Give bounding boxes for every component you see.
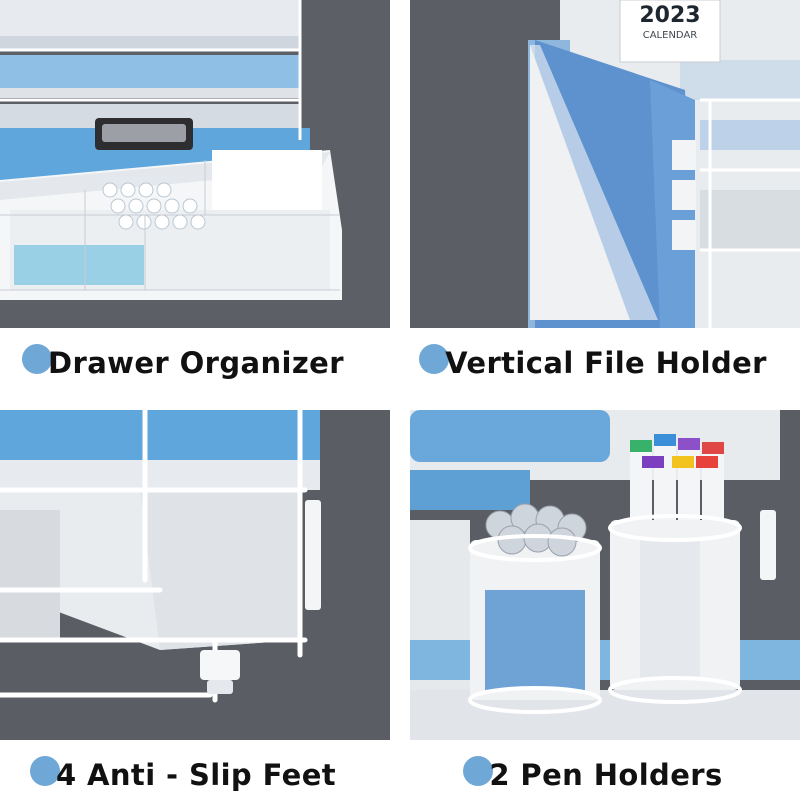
- caption: Vertical File Holder: [410, 338, 800, 388]
- panel-anti-slip-feet: 4 Anti - Slip Feet: [0, 410, 390, 800]
- accent-dot: [29, 756, 60, 786]
- feature-label: 2 Pen Holders: [489, 758, 723, 792]
- panel-pen-holders: 2 Pen Holders: [410, 410, 800, 800]
- feature-label: 4 Anti - Slip Feet: [55, 758, 337, 792]
- calendar-word: CALENDAR: [643, 30, 698, 41]
- caption: Drawer Organizer: [0, 338, 390, 388]
- feature-label: Drawer Organizer: [48, 346, 344, 380]
- caption: 4 Anti - Slip Feet: [0, 750, 390, 800]
- panel-drawer-organizer: Drawer Organizer: [0, 0, 390, 390]
- accent-dot: [419, 344, 450, 374]
- accent-dot: [463, 756, 494, 786]
- feature-label: Vertical File Holder: [445, 346, 767, 380]
- calendar-year: 2023: [639, 3, 700, 28]
- accent-dot: [22, 344, 53, 374]
- vertical-file-holder-photo: 2023 CALENDAR: [410, 0, 800, 328]
- panel-vertical-file-holder: 2023 CALENDAR Ver: [410, 0, 800, 390]
- caption: 2 Pen Holders: [410, 750, 800, 800]
- anti-slip-feet-photo: [0, 410, 390, 740]
- pen-holders-photo: [410, 410, 800, 740]
- drawer-organizer-photo: [0, 0, 390, 328]
